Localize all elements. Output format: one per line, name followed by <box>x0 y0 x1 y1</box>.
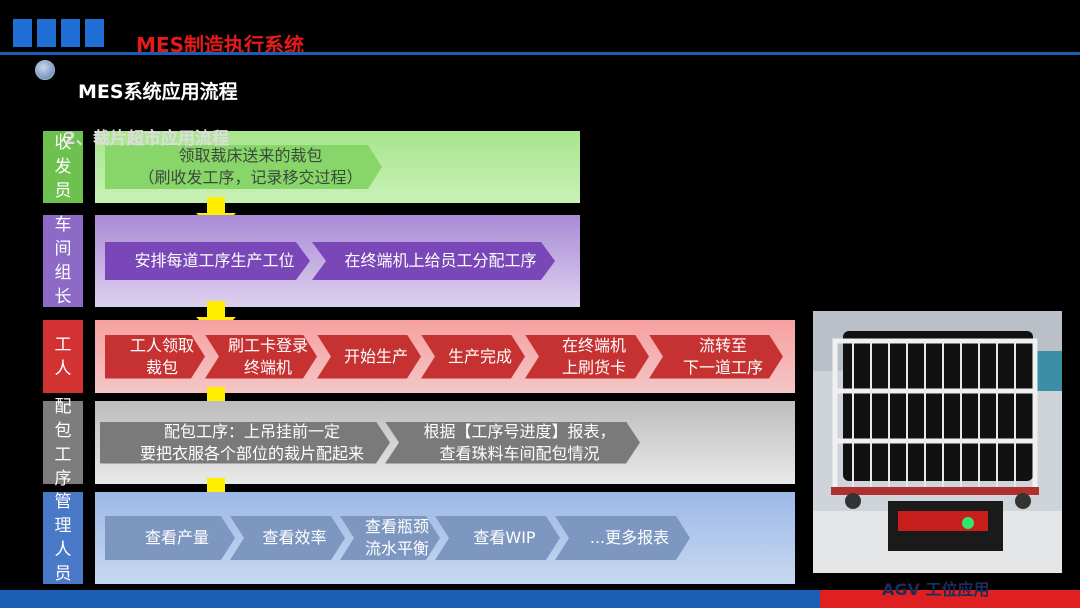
role-char: 理 <box>54 516 72 536</box>
role-char: 发 <box>54 157 72 177</box>
role-char: 工 <box>54 444 72 465</box>
role-char: 配 <box>54 396 72 417</box>
role-label-5: 管理人员 <box>43 492 83 584</box>
role-char: 人 <box>54 540 72 560</box>
role-char: 人 <box>54 358 72 379</box>
flow-step: 在终端机 上刷货卡 <box>525 335 649 379</box>
role-char: 间 <box>54 239 72 259</box>
flow-step: ...更多报表 <box>555 516 690 560</box>
flow-step: 流转至 下一道工序 <box>649 335 783 379</box>
flow-step: 开始生产 <box>317 335 421 379</box>
footer-bar-red <box>820 590 1080 608</box>
flow-step: 生产完成 <box>421 335 525 379</box>
role-char: 员 <box>54 181 72 201</box>
role-label-2: 车间组长 <box>43 215 83 307</box>
agv-photo <box>813 311 1062 573</box>
header-block-3 <box>61 19 80 47</box>
role-label-1: 收发员 <box>43 131 83 203</box>
header-divider <box>0 52 1080 55</box>
section-heading: 2、裁片超市应用流程 <box>64 129 229 149</box>
flow-step: 刷工卡登录 终端机 <box>205 335 317 379</box>
role-char: 包 <box>54 420 72 441</box>
flow-step: 查看效率 <box>230 516 345 560</box>
header-block-4 <box>85 19 104 47</box>
bullet-circle-icon <box>35 60 55 80</box>
role-char: 员 <box>54 564 72 584</box>
role-char: 组 <box>54 263 72 283</box>
flow-step: 工人领取 裁包 <box>105 335 205 379</box>
role-label-3: 工人 <box>43 320 83 393</box>
header-block-1 <box>13 19 32 47</box>
agv-cart-illustration <box>813 311 1062 573</box>
flow-step: 安排每道工序生产工位 <box>105 242 310 280</box>
header-block-2 <box>37 19 56 47</box>
photo-caption: AGV 工位应用 <box>882 580 990 599</box>
role-char: 工 <box>54 334 72 355</box>
footer-bar-blue <box>0 590 820 608</box>
role-char: 车 <box>54 215 72 235</box>
flow-step: 查看瓶颈 流水平衡 <box>340 516 440 560</box>
role-char: 长 <box>54 287 72 307</box>
slide-subtitle: MES系统应用流程 <box>78 81 238 103</box>
flow-step: 领取裁床送来的裁包 （刷收发工序，记录移交过程） <box>105 145 382 189</box>
down-arrow-icon <box>196 301 236 337</box>
role-label-4: 配包工序 <box>43 397 83 489</box>
flow-step: 根据【工序号进度】报表， 查看珠料车间配包情况 <box>385 422 640 464</box>
role-char: 收 <box>54 133 72 153</box>
flow-step: 查看产量 <box>105 516 235 560</box>
flow-step: 配包工序：上吊挂前一定 要把衣服各个部位的裁片配起来 <box>100 422 390 464</box>
flow-step: 查看WIP <box>435 516 560 560</box>
flow-step: 在终端机上给员工分配工序 <box>312 242 555 280</box>
role-char: 管 <box>54 492 72 512</box>
role-char: 序 <box>54 468 72 489</box>
